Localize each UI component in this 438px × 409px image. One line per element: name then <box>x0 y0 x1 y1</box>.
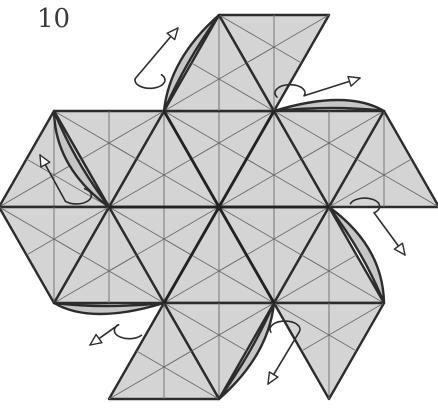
lower-right-point-outer <box>274 303 384 399</box>
arrow-head <box>348 77 360 87</box>
curl-flap-right <box>274 100 384 111</box>
arrow-head <box>268 372 278 384</box>
arrow-arc <box>114 325 141 339</box>
rotate-curl-arrow-icon-5 <box>90 325 142 345</box>
arrow-head <box>90 335 102 346</box>
curl-flap-left <box>54 303 164 314</box>
arrow-arc <box>135 75 165 89</box>
arrow-head <box>395 243 406 255</box>
